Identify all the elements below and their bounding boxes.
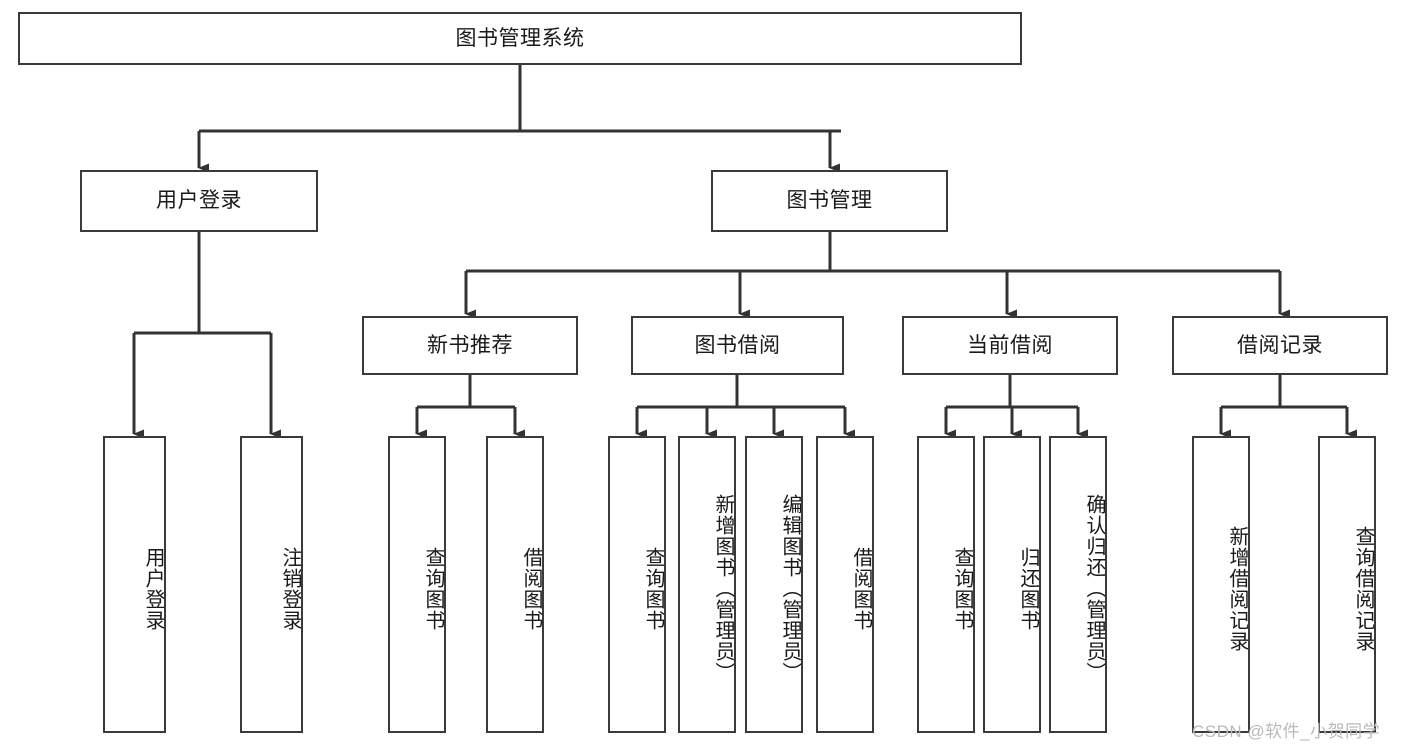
node-current-borrow-label: 当前借阅 [967, 333, 1053, 357]
leaf-query-books-recommend[interactable]: 查询图书 [388, 436, 446, 733]
node-root-system[interactable]: 图书管理系统 [18, 12, 1022, 65]
leaf-query-books-recommend-label: 查询图书 [422, 546, 444, 631]
leaf-borrow-books-recommend[interactable]: 借阅图书 [486, 436, 544, 733]
leaf-edit-book-admin[interactable]: 编辑图书（管理员） [745, 436, 803, 733]
leaf-user-login-label: 用户登录 [142, 546, 164, 631]
leaf-confirm-return-admin[interactable]: 确认归还（管理员） [1049, 436, 1107, 733]
leaf-confirm-return-admin-label: 确认归还（管理员） [1083, 494, 1105, 683]
leaf-add-book-admin[interactable]: 新增图书（管理员） [678, 436, 736, 733]
leaf-query-borrow-record[interactable]: 查询借阅记录 [1318, 436, 1376, 733]
leaf-query-books-current[interactable]: 查询图书 [917, 436, 975, 733]
leaf-user-login[interactable]: 用户登录 [103, 436, 166, 733]
leaf-borrow-books-recommend-label: 借阅图书 [520, 546, 542, 631]
node-book-management[interactable]: 图书管理 [711, 170, 948, 232]
leaf-return-books-label: 归还图书 [1017, 546, 1039, 631]
leaf-logout[interactable]: 注销登录 [240, 436, 303, 733]
leaf-add-book-admin-label: 新增图书（管理员） [712, 494, 734, 683]
leaf-query-books-current-label: 查询图书 [951, 546, 973, 631]
node-user-login[interactable]: 用户登录 [80, 170, 318, 232]
node-user-login-label: 用户登录 [156, 189, 242, 213]
leaf-query-books-borrow[interactable]: 查询图书 [608, 436, 666, 733]
node-book-borrow-label: 图书借阅 [694, 333, 781, 357]
leaf-query-borrow-record-label: 查询借阅记录 [1352, 525, 1374, 652]
leaf-return-books[interactable]: 归还图书 [983, 436, 1041, 733]
node-borrow-records[interactable]: 借阅记录 [1172, 316, 1388, 375]
leaf-borrow-books[interactable]: 借阅图书 [816, 436, 874, 733]
node-new-book-recommend-label: 新书推荐 [427, 333, 513, 357]
node-book-borrow[interactable]: 图书借阅 [631, 316, 844, 375]
csdn-watermark: CSDN @软件_小贺同学 [1192, 722, 1381, 741]
node-new-book-recommend[interactable]: 新书推荐 [362, 316, 578, 375]
node-root-label: 图书管理系统 [455, 26, 585, 50]
node-book-management-label: 图书管理 [786, 189, 873, 213]
leaf-edit-book-admin-label: 编辑图书（管理员） [779, 494, 801, 683]
node-borrow-records-label: 借阅记录 [1237, 333, 1323, 357]
node-current-borrow[interactable]: 当前借阅 [902, 316, 1118, 375]
leaf-logout-label: 注销登录 [279, 546, 301, 631]
leaf-borrow-books-label: 借阅图书 [850, 546, 872, 631]
leaf-add-borrow-record-label: 新增借阅记录 [1226, 525, 1248, 652]
leaf-add-borrow-record[interactable]: 新增借阅记录 [1192, 436, 1250, 733]
leaf-query-books-borrow-label: 查询图书 [642, 546, 664, 631]
